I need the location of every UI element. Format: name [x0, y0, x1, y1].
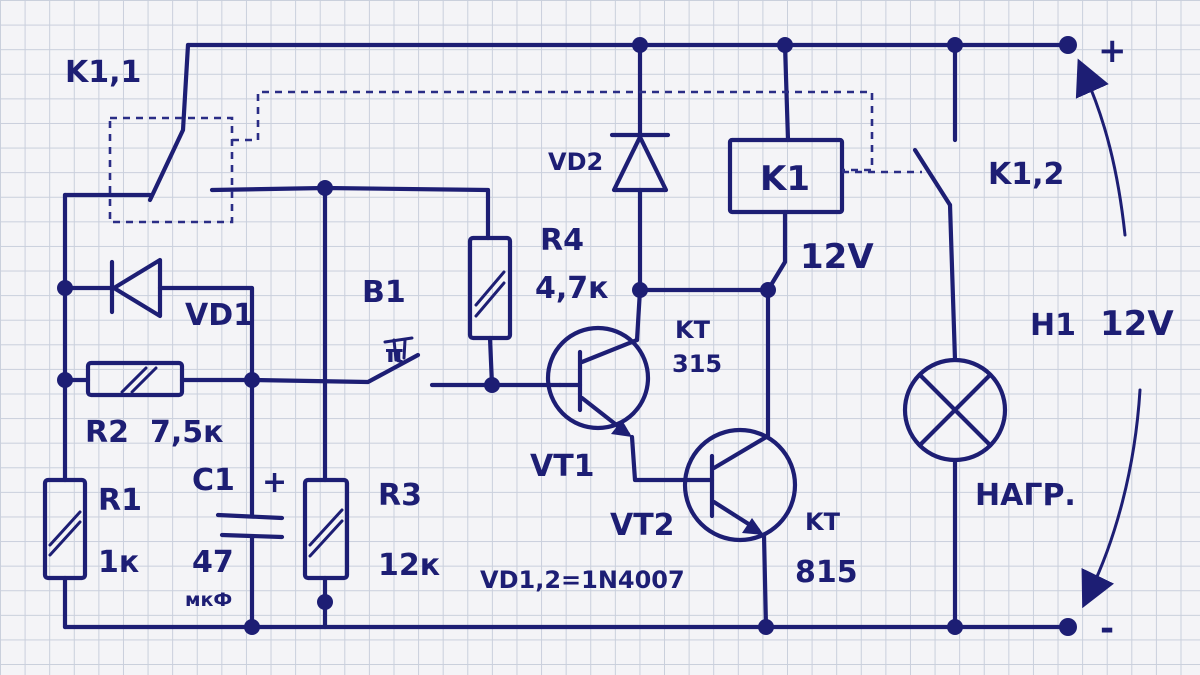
label-b1-symbol: π: [385, 340, 404, 368]
label-c1-value: 47: [192, 545, 234, 580]
label-r3: R3: [378, 478, 422, 513]
transistor-vt2: [682, 427, 798, 630]
resistor-r2: [62, 360, 255, 398]
label-r3-value: 12к: [378, 548, 440, 583]
label-r4: R4: [540, 223, 584, 258]
label-supply-voltage: 12V: [1100, 304, 1174, 344]
diode-vd1: [62, 257, 255, 383]
label-plus: +: [1098, 31, 1127, 71]
label-minus: -: [1100, 609, 1114, 649]
label-diodes-note: VD1,2=1N4007: [480, 566, 685, 594]
contact-k12: [912, 42, 958, 363]
resistor-r4: [467, 235, 513, 388]
label-vt1: VT1: [530, 449, 595, 484]
label-vd2: VD2: [548, 148, 603, 176]
label-load: НАГР.: [975, 478, 1076, 513]
label-r2: R2: [85, 415, 129, 450]
label-r1-value: 1к: [98, 545, 139, 580]
capacitor-c1: [215, 377, 285, 630]
label-vt2-type-a: KT: [805, 508, 841, 536]
label-vt1-type-a: KT: [675, 316, 711, 344]
relay-mechanical-link: [108, 90, 922, 224]
label-relay-voltage: 12V: [800, 237, 874, 277]
label-k11: K1,1: [65, 55, 141, 90]
label-c1-plus: +: [262, 465, 287, 500]
terminals: [1059, 36, 1077, 636]
label-r4-value: 4,7к: [535, 271, 609, 306]
junction-dots: [57, 37, 963, 635]
label-c1: C1: [192, 463, 235, 498]
positive-rail: [147, 42, 1071, 203]
label-vt1-type-b: 315: [672, 350, 722, 378]
diode-vd2: [609, 42, 671, 293]
collector-node-wire: [634, 287, 771, 439]
transistor-vt1: [545, 325, 715, 483]
label-b1: B1: [362, 275, 406, 310]
label-vd1: VD1: [185, 298, 254, 333]
r3-branch: [209, 185, 491, 630]
label-c1-unit: мкФ: [185, 589, 232, 611]
left-bus: [62, 192, 153, 630]
label-r2-value: 7,5к: [150, 415, 224, 450]
lamp-h1: [902, 357, 1008, 630]
resistor-r1: [42, 477, 88, 581]
label-vt2-type-b: 815: [795, 555, 858, 590]
label-r1: R1: [98, 483, 142, 518]
voltage-arrows: [1075, 58, 1142, 609]
switch-b1: [249, 336, 563, 388]
label-k1: K1: [760, 159, 810, 199]
label-k12: K1,2: [988, 157, 1064, 192]
label-vt2: VT2: [610, 508, 675, 543]
label-h1: H1: [1030, 308, 1076, 343]
